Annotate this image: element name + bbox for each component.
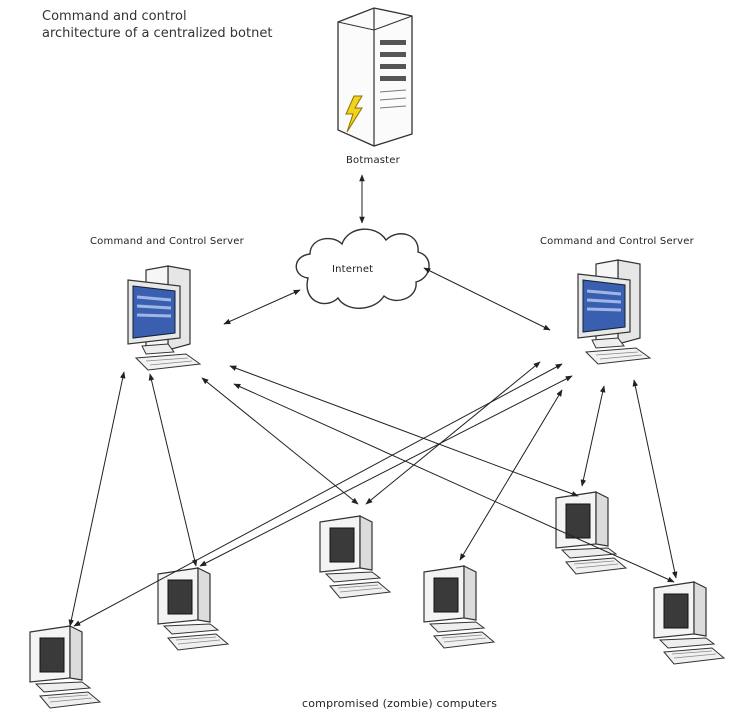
arrow-ccright-zombie2 xyxy=(199,375,573,567)
arrow-ccleft-zombie3 xyxy=(201,377,359,505)
diagram-title: Command and control architecture of a ce… xyxy=(42,8,282,42)
internet-cloud-icon xyxy=(295,228,430,309)
zombie-computer-icon xyxy=(423,565,495,649)
arrow-internet-cc-right xyxy=(423,267,551,331)
arrow-ccleft-zombie5 xyxy=(229,365,579,497)
arrow-ccleft-zombie6 xyxy=(233,383,675,583)
zombie-computer-icon xyxy=(319,515,391,599)
arrow-ccleft-zombie1 xyxy=(68,371,126,627)
zombie-computer-icon xyxy=(653,581,725,665)
arrow-ccright-zombie5 xyxy=(580,385,606,487)
arrow-ccleft-zombie2 xyxy=(148,373,198,567)
cc-server-left-icon xyxy=(126,264,202,372)
arrow-internet-cc-left xyxy=(223,289,301,325)
arrow-ccright-zombie4 xyxy=(459,389,563,561)
zombie-computer-icon xyxy=(157,567,229,651)
title-line-2: architecture of a centralized botnet xyxy=(42,26,273,41)
cc-server-left-label: Command and Control Server xyxy=(90,236,244,247)
internet-label: Internet xyxy=(332,264,374,275)
lightning-icon xyxy=(345,95,363,133)
cc-server-right-icon xyxy=(576,258,652,366)
arrow-ccright-zombie6 xyxy=(632,379,678,579)
title-line-1: Command and control xyxy=(42,9,187,24)
arrow-ccright-zombie3 xyxy=(365,361,541,505)
zombie-computer-icon xyxy=(555,491,627,575)
zombies-label: compromised (zombie) computers xyxy=(302,697,498,710)
botmaster-label: Botmaster xyxy=(346,155,400,166)
zombie-computer-icon xyxy=(29,625,101,709)
cc-server-right-label: Command and Control Server xyxy=(540,236,694,247)
